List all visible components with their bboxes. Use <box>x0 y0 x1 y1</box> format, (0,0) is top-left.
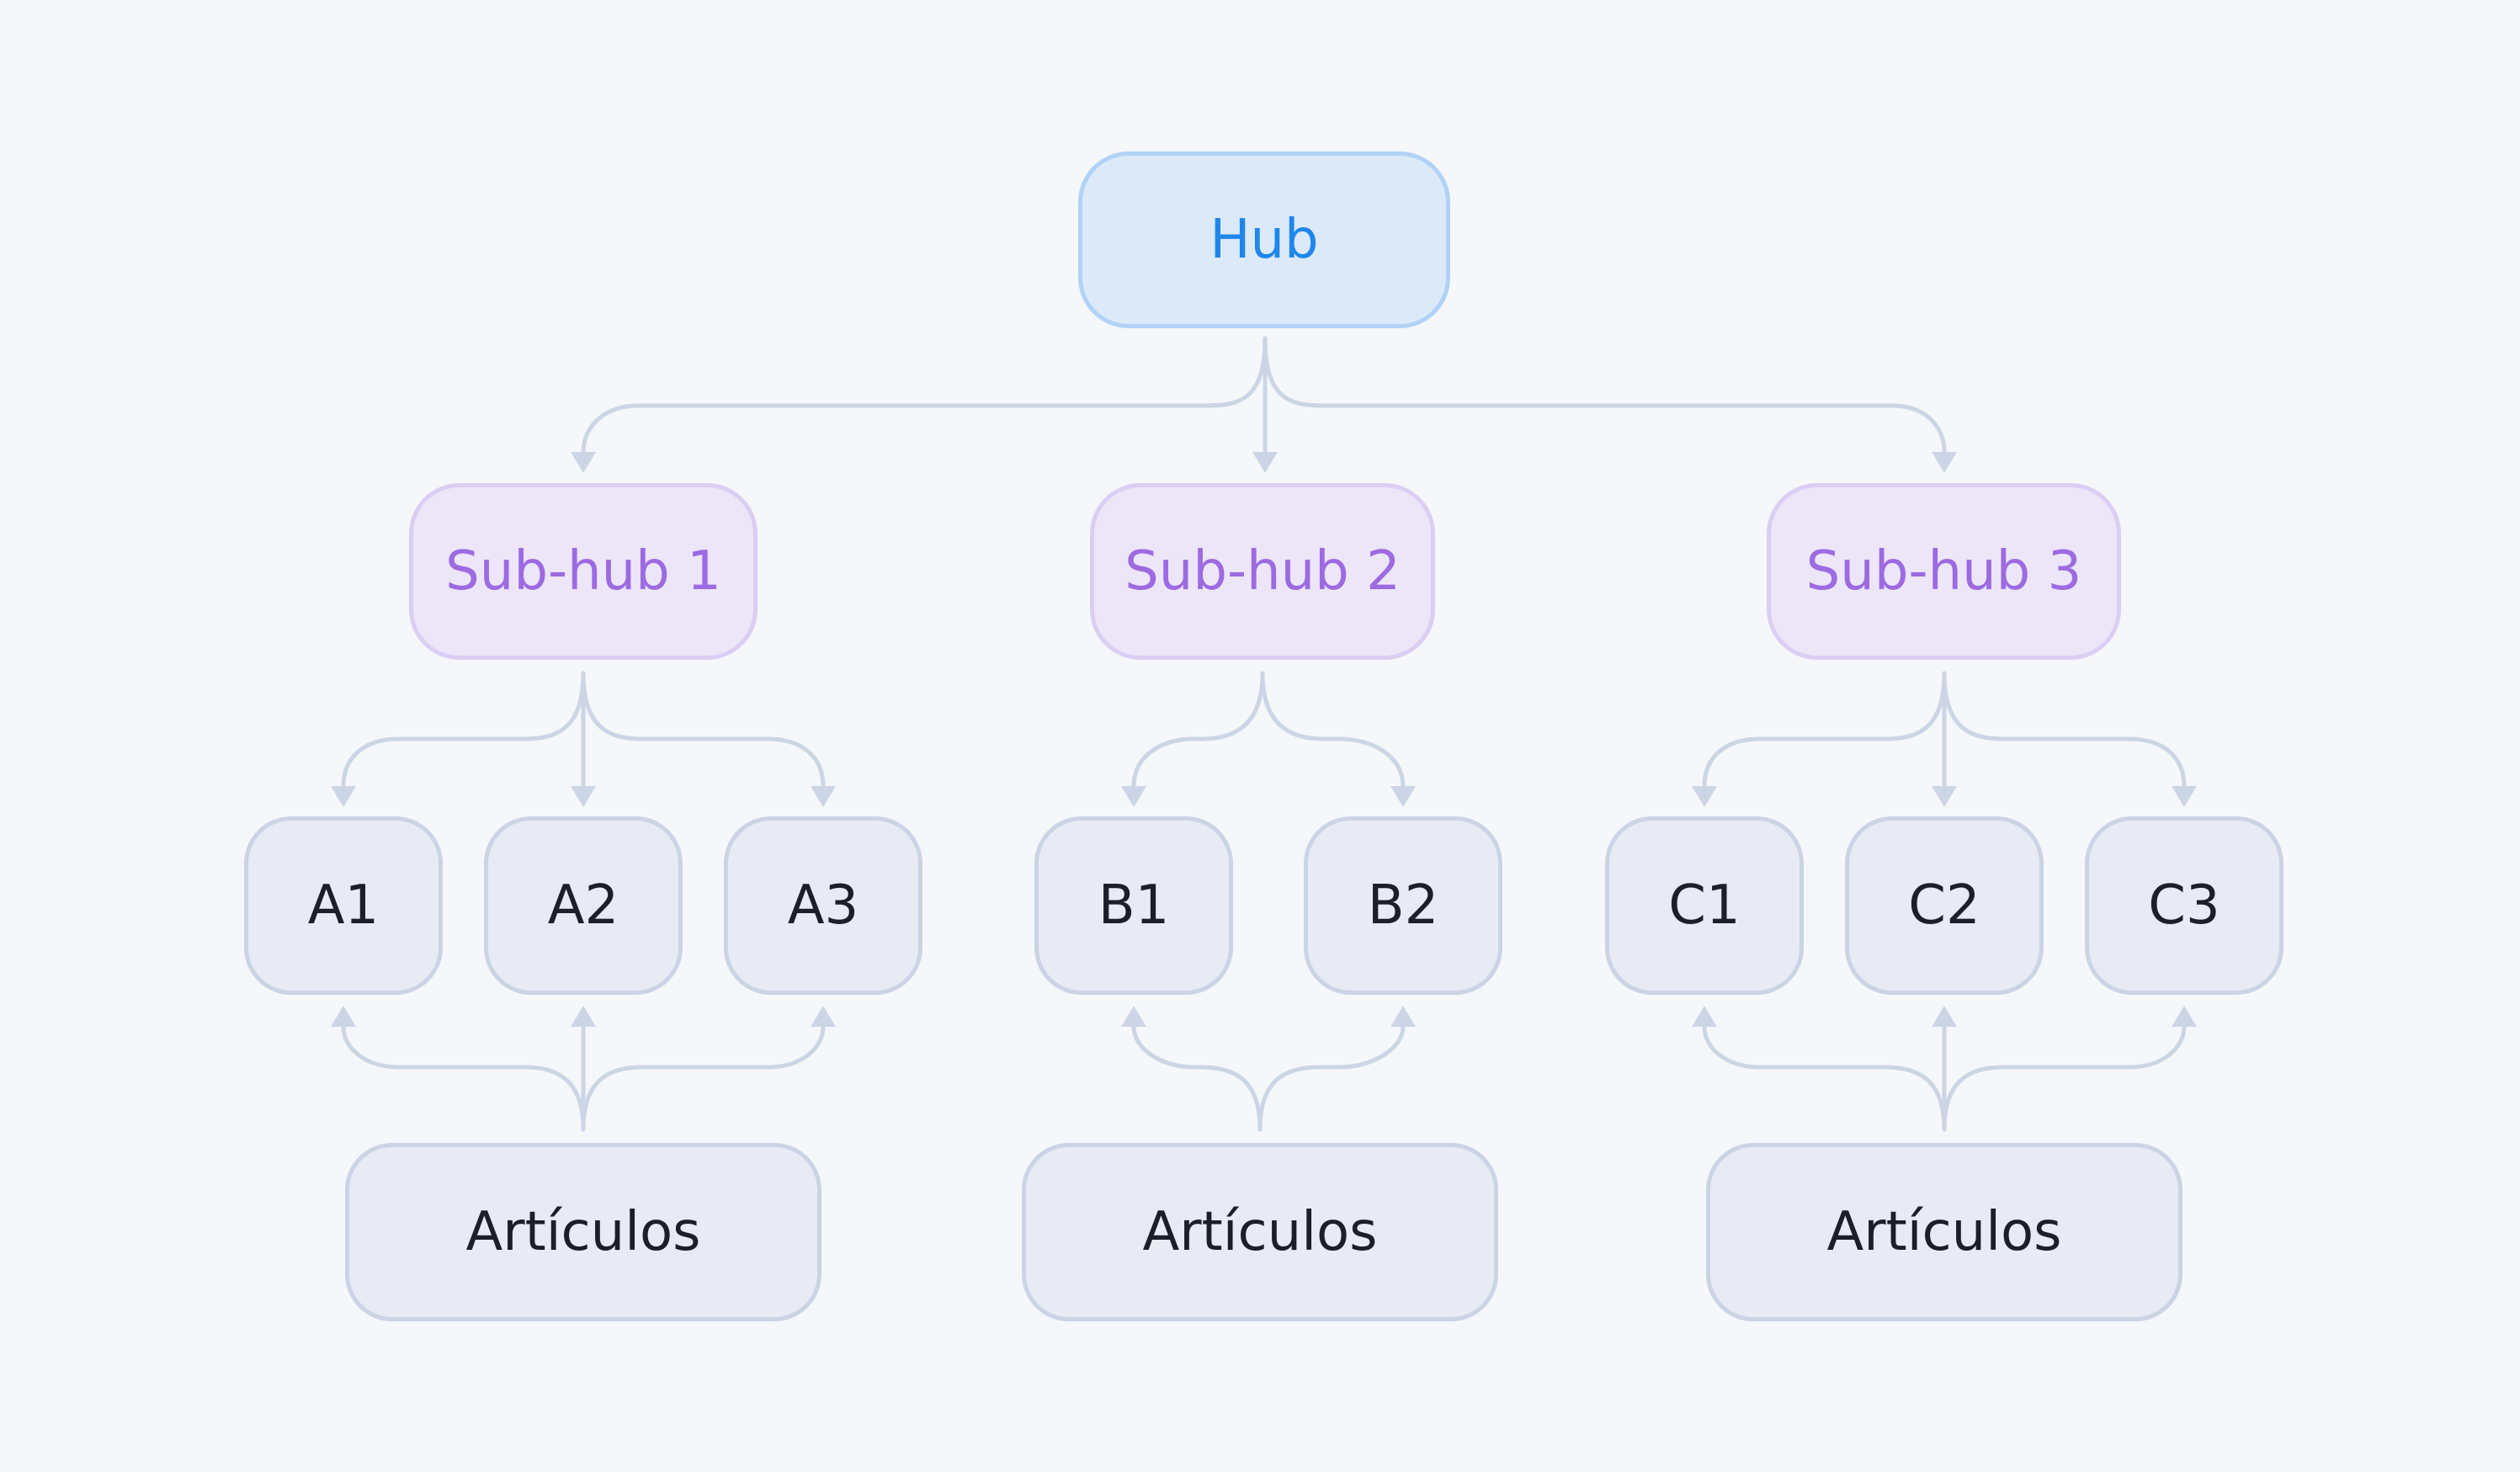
leaf-label: C2 <box>1908 874 1980 937</box>
connector-hub-subhub-1 <box>581 336 1268 454</box>
articulos-label: Artículos <box>1826 1201 2062 1263</box>
arrowhead <box>571 1006 596 1027</box>
arrowhead <box>1932 1006 1957 1027</box>
articulos-node-a: Artículos <box>345 1143 821 1321</box>
connector-hub-subhub-3 <box>1263 336 1947 454</box>
arrowhead <box>571 452 596 473</box>
connector-subhub2-b2 <box>1260 671 1406 789</box>
arrowhead <box>1692 786 1717 807</box>
arrowhead <box>2172 786 2197 807</box>
connector-articulos-a-a1 <box>341 1024 586 1132</box>
connector-articulos-b-b1 <box>1131 1024 1263 1132</box>
connector-subhub1-a1 <box>341 671 586 789</box>
connector-articulos-a-a3 <box>581 1024 826 1132</box>
arrowhead <box>1932 452 1957 473</box>
arrowhead <box>331 786 356 807</box>
leaf-node-c2: C2 <box>1845 816 2044 995</box>
leaf-node-b2: B2 <box>1304 816 1502 995</box>
leaf-node-a3: A3 <box>724 816 922 995</box>
leaf-node-a2: A2 <box>484 816 683 995</box>
arrowhead <box>1252 452 1278 473</box>
arrowhead <box>571 786 596 807</box>
arrowhead <box>811 1006 836 1027</box>
leaf-node-c3: C3 <box>2085 816 2283 995</box>
leaf-label: B1 <box>1098 874 1170 937</box>
leaf-node-b1: B1 <box>1034 816 1233 995</box>
articulos-node-c: Artículos <box>1706 1143 2182 1321</box>
connector-articulos-c-c3 <box>1942 1024 2187 1132</box>
subhub-label: Sub-hub 2 <box>1124 540 1401 603</box>
subhub-node-3: Sub-hub 3 <box>1767 483 2121 660</box>
connector-subhub2-b1 <box>1131 671 1265 789</box>
leaf-label: A3 <box>787 874 859 937</box>
subhub-node-1: Sub-hub 1 <box>409 483 758 660</box>
hub-label: Hub <box>1209 209 1319 271</box>
connector-subhub3-c1 <box>1702 671 1947 789</box>
arrowhead <box>2172 1006 2197 1027</box>
leaf-label: C3 <box>2148 874 2220 937</box>
articulos-label: Artículos <box>465 1201 701 1263</box>
arrowhead <box>331 1006 356 1027</box>
leaf-node-a1: A1 <box>244 816 443 995</box>
connector-subhub3-c3 <box>1942 671 2187 789</box>
articulos-node-b: Artículos <box>1022 1143 1498 1321</box>
connector-articulos-b-b2 <box>1257 1024 1406 1132</box>
subhub-node-2: Sub-hub 2 <box>1090 483 1435 660</box>
subhub-label: Sub-hub 1 <box>445 540 721 603</box>
subhub-label: Sub-hub 3 <box>1805 540 2082 603</box>
arrowhead <box>1121 786 1146 807</box>
arrowhead <box>811 786 836 807</box>
arrowhead <box>1390 786 1416 807</box>
hub-node: Hub <box>1078 151 1450 328</box>
leaf-label: B2 <box>1367 874 1439 937</box>
articulos-label: Artículos <box>1142 1201 1378 1263</box>
leaf-label: A1 <box>307 874 380 937</box>
arrowhead <box>1932 786 1957 807</box>
leaf-label: A2 <box>547 874 619 937</box>
connector-articulos-c-c1 <box>1702 1024 1947 1132</box>
arrowhead <box>1692 1006 1717 1027</box>
arrowhead <box>1121 1006 1146 1027</box>
arrowhead <box>1390 1006 1416 1027</box>
leaf-label: C1 <box>1668 874 1741 937</box>
connector-subhub1-a3 <box>581 671 826 789</box>
leaf-node-c1: C1 <box>1605 816 1804 995</box>
